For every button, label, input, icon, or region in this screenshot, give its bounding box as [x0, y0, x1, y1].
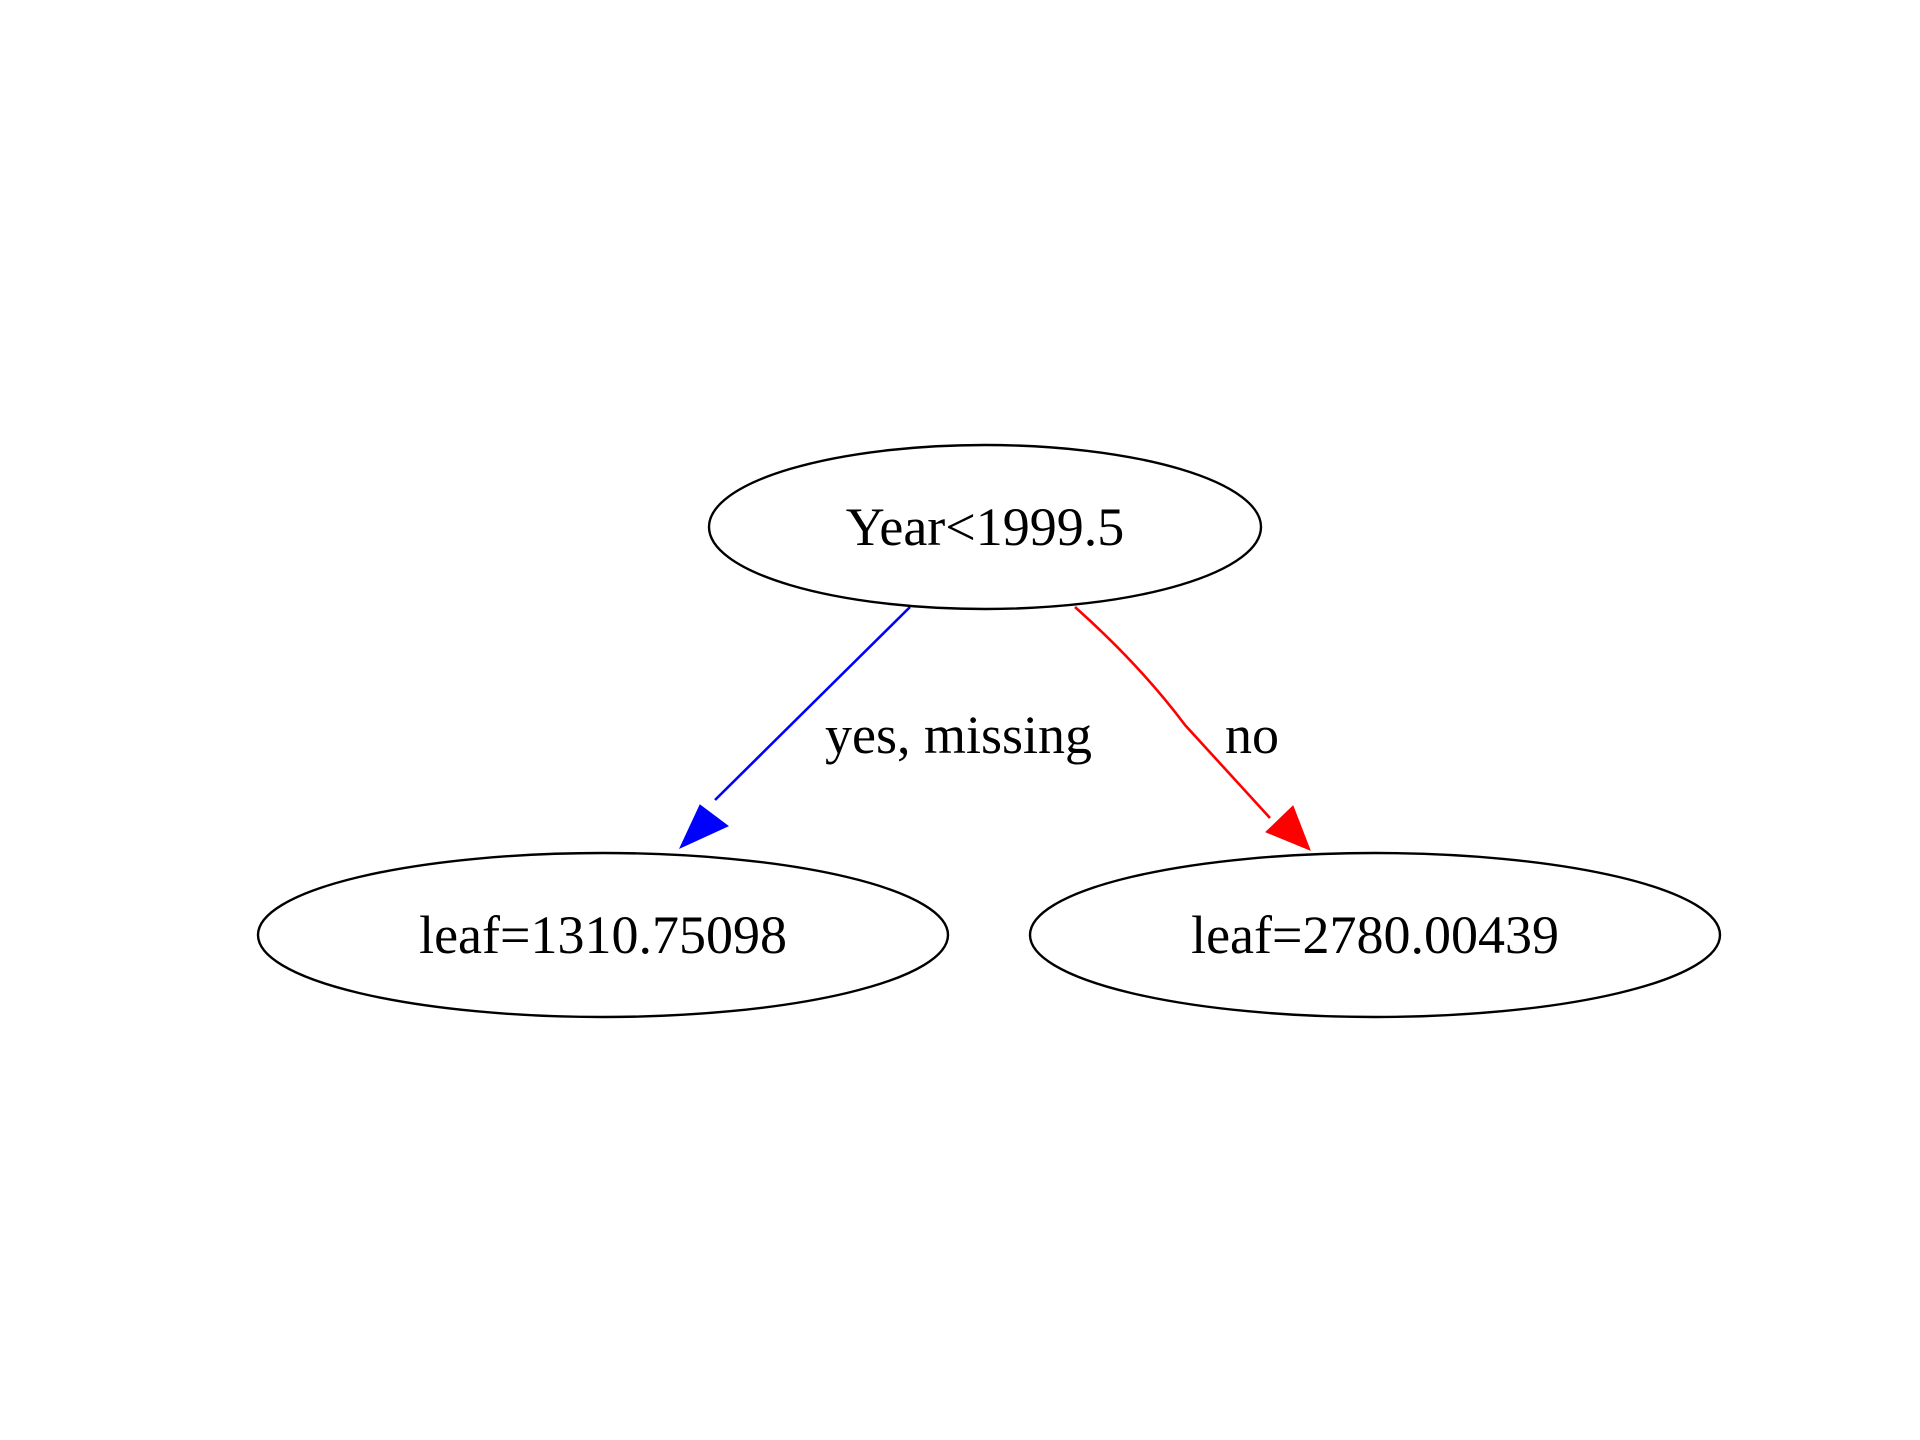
edge-yes-missing: yes, missing [678, 606, 1092, 850]
left-leaf-shape [256, 851, 950, 1019]
edge-right-line [1074, 606, 1271, 819]
edge-left-line [714, 606, 911, 801]
edge-left-arrowhead [678, 804, 729, 850]
right-leaf-node: leaf=2780.00439 [1028, 851, 1722, 1019]
root-node: Year<1999.5 [707, 443, 1263, 611]
edge-left-label: yes, missing [825, 705, 1092, 765]
right-leaf-label: leaf=2780.00439 [1191, 905, 1559, 965]
root-node-shape [707, 443, 1263, 611]
edge-right-label: no [1225, 705, 1279, 765]
root-node-label: Year<1999.5 [846, 497, 1124, 557]
left-leaf-label: leaf=1310.75098 [419, 905, 787, 965]
edge-no: no [1074, 606, 1311, 851]
right-leaf-shape [1028, 851, 1722, 1019]
left-leaf-node: leaf=1310.75098 [256, 851, 950, 1019]
edge-right-arrowhead [1265, 805, 1311, 851]
